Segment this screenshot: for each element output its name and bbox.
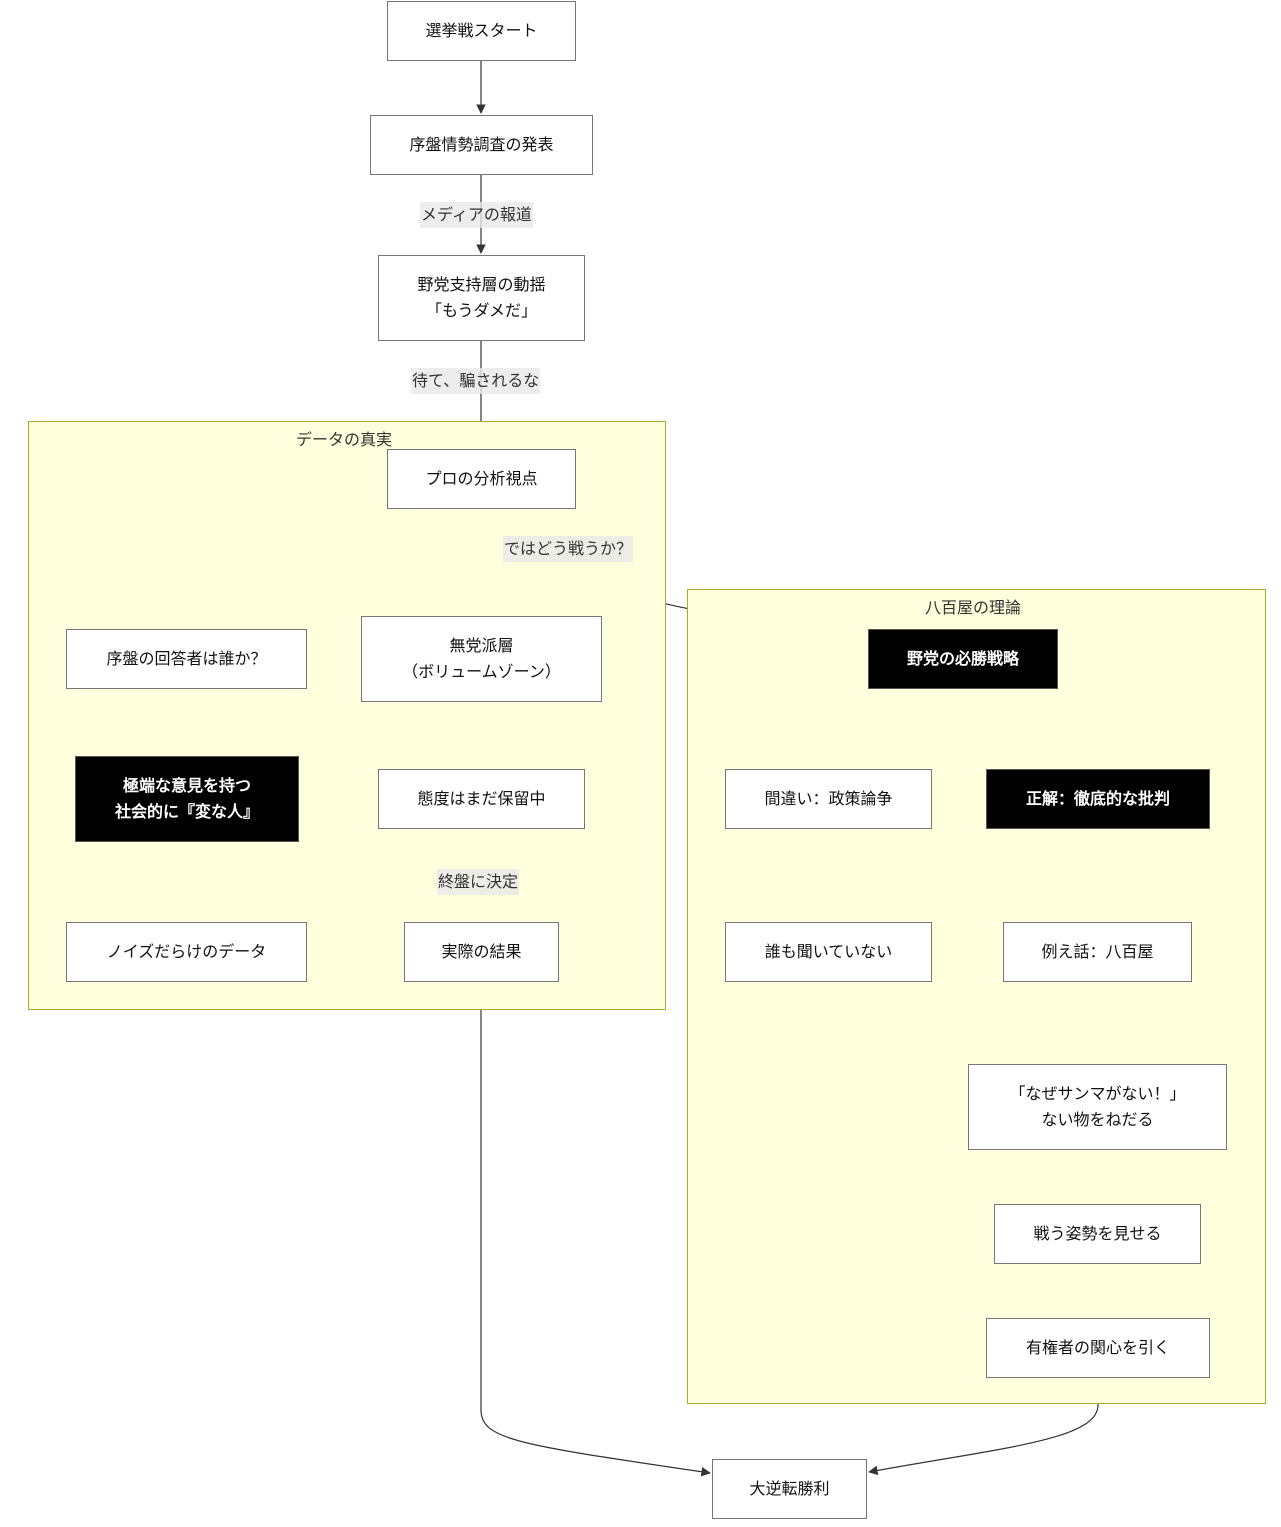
node-label: 社会的に『変な人』	[114, 802, 259, 821]
node-label: 大逆転勝利	[749, 1479, 830, 1498]
node-extreme-people[interactable]: 極端な意見を持つ 社会的に『変な人』	[75, 756, 299, 842]
node-label: 「なぜサンマがない！」	[1009, 1084, 1186, 1103]
node-actual-result[interactable]: 実際の結果	[404, 922, 559, 982]
node-label: 戦う姿勢を見せる	[1033, 1224, 1162, 1243]
node-label: プロの分析視点	[425, 469, 538, 488]
node-label: 有権者の関心を引く	[1025, 1338, 1170, 1357]
node-winning-strategy[interactable]: 野党の必勝戦略	[868, 629, 1058, 689]
node-label: ない物をねだる	[1041, 1110, 1154, 1129]
node-label: 極端な意見を持つ	[122, 776, 251, 795]
node-label: 無党派層	[449, 636, 514, 655]
node-label: 選挙戦スタート	[425, 21, 538, 40]
node-early-respondents[interactable]: 序盤の回答者は誰か？	[66, 629, 307, 689]
edge-voter-interest-to-big-win	[868, 1378, 1099, 1476]
node-label: 野党の必勝戦略	[906, 649, 1019, 668]
node-wrong-policy[interactable]: 間違い：政策論争	[725, 769, 932, 829]
node-independents[interactable]: 無党派層 （ボリュームゾーン）	[361, 616, 602, 702]
node-label: 例え話：八百屋	[1041, 942, 1154, 961]
node-right-criticism[interactable]: 正解：徹底的な批判	[986, 769, 1210, 829]
cluster-title: 八百屋の理論	[925, 598, 1022, 617]
edge-label-dont-be-fooled: 待て、騙されるな	[411, 368, 541, 394]
node-pro-view[interactable]: プロの分析視点	[387, 449, 576, 509]
cluster-yaoya-theory: 八百屋の理論	[687, 589, 1266, 1404]
node-nobody-listens[interactable]: 誰も聞いていない	[725, 922, 932, 982]
node-noisy-data[interactable]: ノイズだらけのデータ	[66, 922, 307, 982]
edge-actual-result-to-big-win	[480, 982, 711, 1477]
edge-label-decide-late: 終盤に決定	[437, 869, 520, 895]
node-start[interactable]: 選挙戦スタート	[387, 1, 576, 61]
node-label: 序盤の回答者は誰か？	[106, 649, 267, 668]
node-voter-interest[interactable]: 有権者の関心を引く	[986, 1318, 1210, 1378]
node-opposition-shaken[interactable]: 野党支持層の動揺 「もうダメだ」	[378, 255, 585, 341]
edge-label-how-to-fight: ではどう戦うか？	[503, 536, 634, 562]
node-label: 正解：徹底的な批判	[1025, 789, 1170, 808]
node-label: 実際の結果	[441, 942, 522, 961]
edge-label-media-report: メディアの報道	[420, 202, 533, 228]
node-label: 「もうダメだ」	[425, 301, 538, 320]
node-early-poll[interactable]: 序盤情勢調査の発表	[370, 115, 593, 175]
node-no-saury[interactable]: 「なぜサンマがない！」 ない物をねだる	[968, 1064, 1227, 1150]
node-undecided[interactable]: 態度はまだ保留中	[378, 769, 585, 829]
cluster-data-truth: データの真実	[28, 421, 666, 1010]
node-label: 野党支持層の動揺	[417, 275, 546, 294]
node-label: 間違い：政策論争	[764, 789, 893, 808]
cluster-title: データの真実	[296, 430, 393, 449]
node-big-win[interactable]: 大逆転勝利	[712, 1459, 867, 1519]
node-show-fight[interactable]: 戦う姿勢を見せる	[994, 1204, 1201, 1264]
node-label: （ボリュームゾーン）	[402, 662, 561, 681]
node-label: 態度はまだ保留中	[417, 789, 546, 808]
node-parable[interactable]: 例え話：八百屋	[1003, 922, 1192, 982]
node-label: ノイズだらけのデータ	[106, 942, 267, 961]
node-label: 誰も聞いていない	[764, 942, 893, 961]
node-label: 序盤情勢調査の発表	[409, 135, 554, 154]
